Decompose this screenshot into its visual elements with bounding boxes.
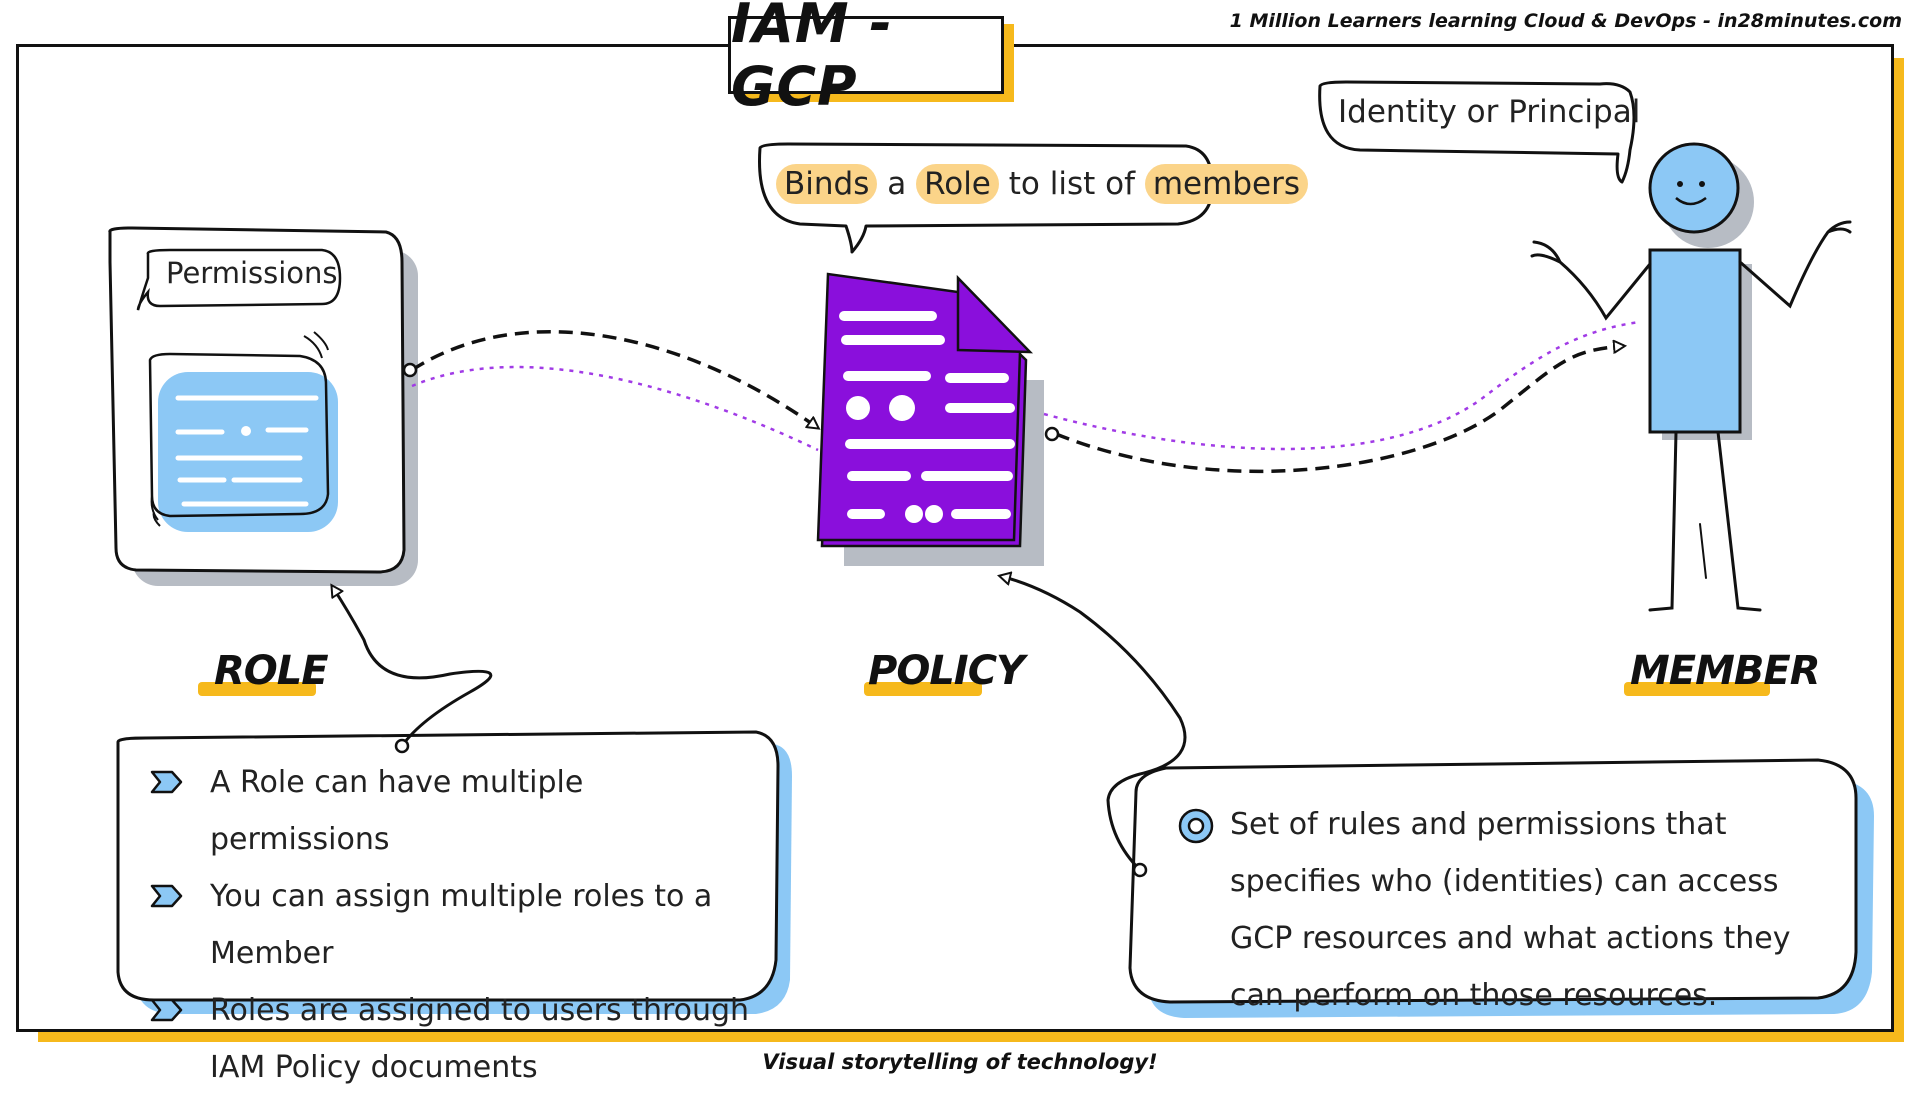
member-stick-figure-icon [1530,142,1852,612]
policy-label-highlight [864,682,982,696]
title-box: IAM - GCP [728,0,1004,118]
role-to-policy-connector [402,330,818,452]
role-label-highlight [198,682,316,696]
chevron-bullet-icon [150,770,183,794]
policy-notes-box [1128,758,1874,1018]
role-notes-list: A Role can have multiple permissions You… [148,754,762,1096]
tagline: 1 Million Learners learning Cloud & DevO… [1229,10,1902,32]
list-item: Roles are assigned to users through IAM … [148,982,762,1096]
role-card-icon [108,226,418,586]
policy-bubble-members: members [1144,164,1308,204]
member-label-highlight [1624,682,1770,696]
policy-document-lines [839,311,1015,519]
role-note-text: You can assign multiple roles to a Membe… [210,879,713,971]
permissions-label: Permissions [166,256,338,290]
policy-to-member-connector [1043,320,1641,474]
policy-bubble-binds: Binds [776,164,878,204]
policy-bubble-a: a [887,166,907,202]
role-notes-box [116,730,792,1014]
policy-bubble-to-list-of: to list of [1008,166,1135,202]
page-title: IAM - GCP [731,0,893,118]
role-label: ROLE [214,648,329,694]
policy-label: POLICY [868,648,1025,694]
role-notes-arrow [332,586,493,754]
list-item: A Role can have multiple permissions [148,754,762,868]
role-note-text: A Role can have multiple permissions [210,765,584,857]
member-label: MEMBER [1630,648,1821,694]
policy-bubble-text: Binds a Role to list of members [776,164,1308,204]
policy-bubble-role: Role [916,164,999,204]
chevron-bullet-icon [150,884,183,908]
chevron-bullet-icon [150,998,183,1022]
identity-bubble-text: Identity or Principal [1338,94,1641,130]
ring-bullet-icon [1178,808,1214,844]
policy-description: Set of rules and permissions that specif… [1230,807,1791,1013]
footer-caption: Visual storytelling of technology! [762,1050,1158,1074]
permission-sheet [158,372,338,532]
role-note-text: Roles are assigned to users through IAM … [210,993,750,1085]
permission-lines [175,395,319,507]
policy-notes-arrow [1000,576,1187,878]
identity-speech-bubble [1318,80,1636,184]
policy-document-icon [816,272,1044,566]
list-item: You can assign multiple roles to a Membe… [148,868,762,982]
